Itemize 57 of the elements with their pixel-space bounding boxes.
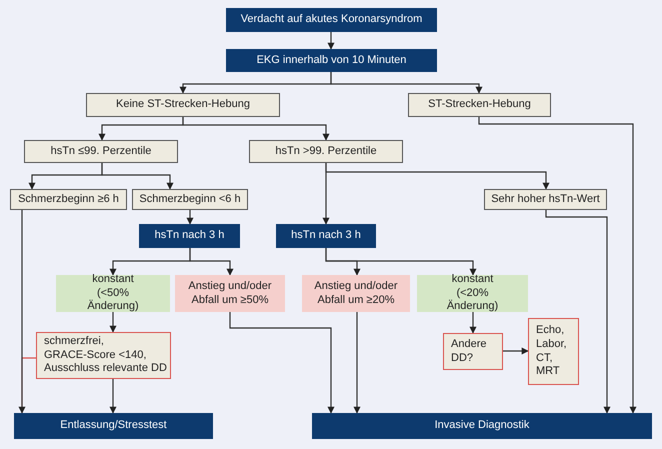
arrow: [110, 312, 116, 333]
node-label: konstant (<20% Änderung): [446, 272, 500, 314]
arrow: [545, 210, 610, 414]
node-label: Schmerzbeginn <6 h: [139, 192, 241, 206]
check-box: [443, 333, 503, 370]
arrow: [354, 312, 360, 414]
node-label: Sehr hoher hsTn-Wert: [491, 192, 600, 206]
arrow: [182, 117, 330, 141]
arrow: [328, 32, 334, 50]
arrow: [470, 312, 476, 334]
arrow: [110, 379, 116, 414]
node-label: konstant (<50% Änderung): [86, 272, 140, 314]
process-box: [139, 224, 240, 248]
result-box: [175, 275, 285, 312]
process-box: [484, 189, 607, 210]
process-box: [132, 189, 248, 210]
node-label: hsTn >99. Perzentile: [275, 144, 377, 158]
node-label: schmerzfrei, GRACE-Score <140, Ausschluss relevante DD: [44, 334, 167, 376]
arrow: [325, 248, 476, 276]
arrow: [503, 348, 529, 354]
node-label: ST-Strecken-Hebung: [428, 98, 531, 112]
arrow: [229, 312, 334, 414]
node-label: Verdacht auf akutes Koronarsyndrom: [240, 13, 422, 27]
check-box: [528, 318, 579, 385]
node-label: EKG innerhalb von 10 Minuten: [256, 54, 406, 68]
process-box: [10, 189, 127, 210]
check-box: [36, 332, 171, 379]
node-label: Schmerzbeginn ≥6 h: [18, 192, 119, 206]
process-box: [86, 93, 280, 117]
node-label: Andere DD?: [451, 338, 488, 366]
arrow: [186, 210, 194, 225]
process-box: [276, 224, 376, 248]
node-label: Anstieg und/oder Abfall um ≥50%: [187, 280, 273, 308]
arrow: [478, 117, 636, 414]
result-box: [302, 275, 410, 312]
node-label: Echo, Labor, CT, MRT: [536, 324, 568, 379]
node-label: Keine ST-Strecken-Hebung: [116, 98, 250, 112]
arrow: [330, 72, 482, 94]
result-box: [417, 275, 528, 312]
process-box: [408, 93, 551, 117]
process-box: [226, 49, 437, 72]
node-label: Invasive Diagnostik: [434, 419, 530, 433]
process-box: [312, 413, 652, 439]
node-label: hsTn nach 3 h: [291, 229, 361, 243]
process-box: [14, 413, 213, 439]
arrow: [325, 163, 550, 190]
node-label: Entlassung/Stresstest: [60, 419, 167, 433]
arrow: [189, 248, 234, 276]
node-label: hsTn ≤99. Perzentile: [50, 144, 152, 158]
process-box: [249, 140, 403, 163]
node-label: hsTn nach 3 h: [154, 229, 224, 243]
arrow: [101, 163, 174, 190]
arrow: [18, 210, 26, 414]
process-box: [24, 140, 178, 163]
node-label: Anstieg und/oder Abfall um ≥20%: [313, 280, 399, 308]
result-box: [56, 275, 170, 312]
process-box: [226, 8, 437, 32]
